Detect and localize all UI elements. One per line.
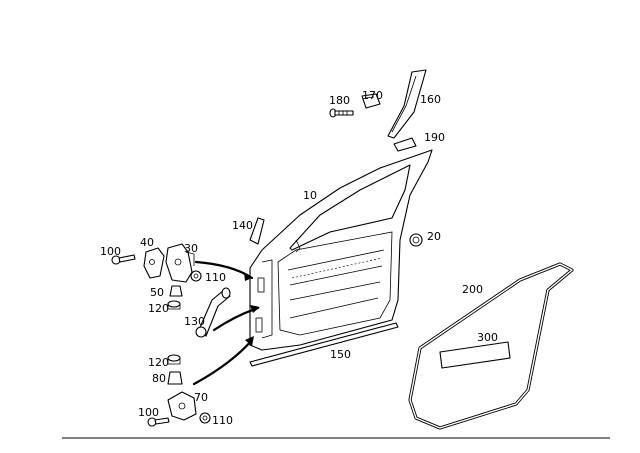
label-160: 160 [420, 93, 441, 106]
bracket-140[interactable] [249, 217, 265, 245]
screw-180[interactable] [329, 108, 354, 118]
label-190: 190 [424, 131, 445, 144]
label-200: 200 [462, 283, 483, 296]
label-20: 20 [427, 230, 441, 243]
door-seal-200[interactable] [408, 262, 574, 430]
bush-120-top[interactable] [167, 300, 181, 310]
label-110-top: 110 [205, 271, 226, 284]
bolt-110-top[interactable] [190, 270, 202, 282]
label-120-bottom: 120 [148, 356, 169, 369]
grommet-20[interactable] [409, 233, 423, 247]
hinge-lower-70[interactable] [167, 391, 197, 421]
label-300: 300 [477, 331, 498, 344]
label-100-bottom: 100 [138, 406, 159, 419]
label-50: 50 [150, 286, 164, 299]
buffer-50[interactable] [169, 285, 183, 297]
label-70: 70 [194, 391, 208, 404]
door-shell[interactable] [249, 149, 433, 351]
label-40: 40 [140, 236, 154, 249]
label-150: 150 [330, 348, 351, 361]
buffer-80[interactable] [167, 371, 183, 385]
assembly-arrows [192, 260, 260, 386]
bracket-190[interactable] [393, 137, 417, 152]
bush-120-bottom[interactable] [167, 354, 181, 365]
label-80: 80 [152, 372, 166, 385]
label-130: 130 [184, 315, 205, 328]
label-100-top: 100 [100, 245, 121, 258]
clip-170[interactable] [361, 93, 381, 109]
bolt-110-bottom[interactable] [199, 412, 211, 424]
sill-strip[interactable] [249, 322, 399, 367]
door-check-130[interactable] [195, 287, 231, 338]
label-30: 30 [184, 242, 198, 255]
screw-100-top[interactable] [111, 254, 136, 265]
label-180: 180 [329, 94, 350, 107]
screw-100-bottom[interactable] [147, 417, 170, 427]
label-140: 140 [232, 219, 253, 232]
label-10: 10 [303, 189, 317, 202]
label-110-bottom: 110 [212, 414, 233, 427]
hinge-plate-40[interactable] [143, 247, 165, 279]
window-trim[interactable] [387, 69, 427, 139]
label-120-top: 120 [148, 302, 169, 315]
foil-300[interactable] [439, 341, 511, 369]
hinge-upper-30[interactable] [165, 243, 195, 283]
label-170: 170 [362, 89, 383, 102]
